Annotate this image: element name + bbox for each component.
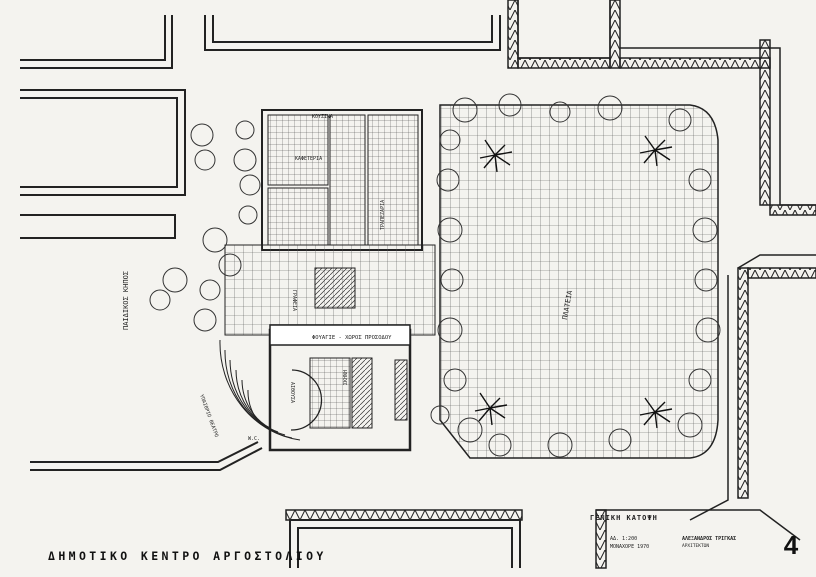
colonnades xyxy=(285,0,816,569)
hall-label: ΑΙΘΟΥΣΑ xyxy=(289,382,295,403)
sheet-number: 4 xyxy=(783,530,799,560)
playground-label: ΠΑΙΔΙΚΟΣ ΚΗΠΟΣ xyxy=(122,271,130,330)
title-block-subject: ΓΕΝΙΚΗ ΚΑΤΟΨΗ xyxy=(590,514,658,522)
offices-label: ΓΡΑΦΕΙΑ xyxy=(291,290,297,311)
square-paving xyxy=(439,104,719,459)
title-block-date: ΜΟΝΑΧΟΡΕ 1970 xyxy=(610,544,650,550)
title-block-scale: ΑΔ. 1:200 xyxy=(610,536,638,542)
title-block-credit: ΑΡΧΙΤΕΚΤΩΝ xyxy=(682,544,710,549)
amphitheatre xyxy=(219,339,323,441)
kitchen-label: ΚΟΥΖΙΝΑ xyxy=(312,114,333,120)
cafe-label: ΚΑΦΕΤΕΡΙΑ xyxy=(295,156,322,162)
lobby-label: ΦΟΥΑΓΙΕ - ΧΩΡΟΣ ΠΡΟΣΟΔΟΥ xyxy=(312,335,392,341)
palm-trees xyxy=(474,135,673,429)
middle-paving xyxy=(224,244,436,336)
title-block-architect: ΑΛΕΞΑΝΔΡΟΣ ΤΡΙΓΚΑΣ xyxy=(682,536,737,542)
drawing-title: ΔΗΜΟΤΙΚΟ ΚΕΝΤΡΟ ΑΡΓΟΣΤΟΛΙΟΥ xyxy=(48,549,327,563)
wc-label: W.C. xyxy=(248,436,260,442)
upper-building xyxy=(261,109,423,251)
tables-label: ΤΡΑΠΕΖΑΡΙΑ xyxy=(380,200,386,230)
trees xyxy=(149,93,721,458)
title-block: ΓΕΝΙΚΗ ΚΑΤΟΨΗ ΑΔ. 1:200 ΜΟΝΑΧΟΡΕ 1970 ΑΛ… xyxy=(586,510,766,568)
theatre-label: ΥΠΑΙΘΡΙΟ ΘΕΑΤΡΟ xyxy=(198,394,219,438)
street-blocks xyxy=(20,15,521,568)
stage-label: ΣΚΗΝΗ xyxy=(343,370,349,385)
